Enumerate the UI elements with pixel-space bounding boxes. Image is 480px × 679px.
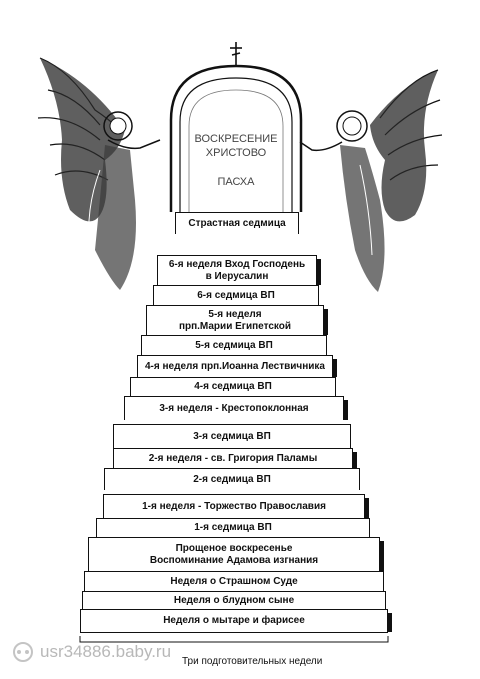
watermark-text: usr34886.baby.ru [40,642,172,661]
step-label: 3-я неделя - Крестопоклонная [159,402,309,414]
step-8: 3-я неделя - Крестопоклонная [124,396,348,420]
step-5: 5-я седмица ВП [141,335,327,355]
step-label: Прощеное воскресенье Воспоминание Адамов… [149,542,319,566]
step-4: 5-я неделя прп.Марии Египетской [146,305,328,335]
step-12: 1-я неделя - Торжество Православия [103,494,369,518]
step-label: Неделя о Страшном Суде [170,575,298,587]
arch-title-2: ХРИСТОВО [205,147,267,159]
step-6: 4-я неделя прп.Иоанна Лествичника [137,355,337,377]
caption: Три подготовительных недели [182,656,323,667]
step-10: 2-я неделя - св. Григория Паламы [113,448,357,468]
step-label: Неделя о блудном сыне [173,594,295,606]
step-label: 4-я неделя прп.Иоанна Лествичника [145,360,325,372]
step-2: 6-я неделя Вход Господень в Иерусалин [157,255,321,285]
watermark: usr34886.baby.ru [10,641,171,663]
step-label: 5-я неделя прп.Марии Египетской [178,308,292,332]
step-1: Страстная седмица [175,212,299,234]
step-label: 3-я седмица ВП [193,430,271,442]
step-label: Неделя о мытаре и фарисее [163,615,305,626]
step-7: 4-я седмица ВП [130,377,336,396]
step-14: Прощеное воскресенье Воспоминание Адамов… [88,537,384,571]
step-11: 2-я седмица ВП [104,468,360,490]
step-label: 5-я седмица ВП [195,339,273,351]
step-15: Неделя о Страшном Суде [84,571,384,591]
step-label: 4-я седмица ВП [194,381,272,392]
step-label: Страстная седмица [188,217,286,229]
step-label: 2-я седмица ВП [193,473,271,485]
cross-icon [230,42,242,66]
watermark-icon [13,642,33,662]
step-label: 2-я неделя - св. Григория Паламы [148,452,318,464]
step-label: 6-я неделя Вход Господень в Иерусалин [168,258,306,282]
arch-title-3: ПАСХА [217,176,255,188]
step-16: Неделя о блудном сыне [82,591,386,609]
arch-inner [179,77,293,212]
step-label: 6-я седмица ВП [197,289,275,301]
arch-outer [169,64,303,212]
step-9: 3-я седмица ВП [113,424,351,448]
step-label: 1-я неделя - Торжество Православия [142,500,326,512]
step-13: 1-я седмица ВП [96,518,370,537]
arch-title-1: ВОСКРЕСЕНИЕ [194,133,278,145]
step-17: Неделя о мытаре и фарисее [80,609,392,633]
step-label: 1-я седмица ВП [194,522,272,533]
step-3: 6-я седмица ВП [153,285,319,305]
